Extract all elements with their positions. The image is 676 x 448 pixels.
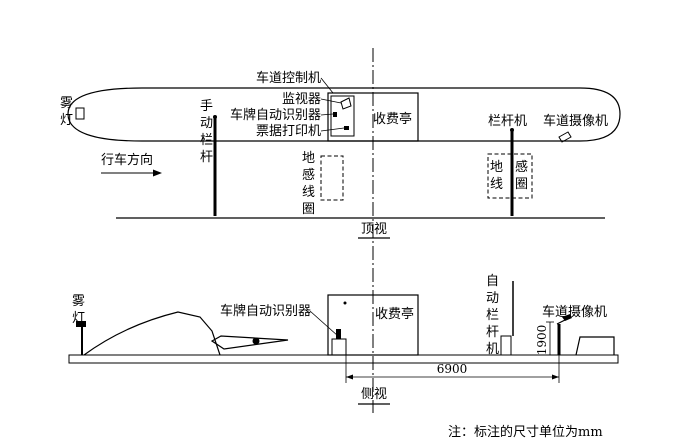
loop-left-char1: 地 xyxy=(302,151,315,166)
booth-light xyxy=(343,301,347,305)
side-toll-booth-label: 收费亭 xyxy=(375,306,414,322)
ticket-printer-label: 票据打印机 xyxy=(256,124,321,139)
manual-barrier-label: 手 动 栏 杆 xyxy=(200,99,217,165)
side-toll-booth xyxy=(327,294,419,356)
side-view: 雾 灯 车牌自动识别器 收费亭 自 动 栏 杆 机 车 xyxy=(68,274,619,405)
auto-barrier-char5: 机 xyxy=(486,342,499,357)
height-dim-label: 1900 xyxy=(535,325,549,356)
fog-light-box xyxy=(75,107,85,120)
fog-light-head xyxy=(76,321,86,327)
manual-barrier-side xyxy=(210,335,289,350)
loop-right-b-char1: 感 xyxy=(515,159,528,175)
plate-recognizer-head xyxy=(336,329,341,339)
equipment-box xyxy=(330,95,355,137)
barrier-machine-label: 栏杆机 xyxy=(488,114,527,129)
loop-left-char2: 感 xyxy=(302,167,315,183)
manual-barrier-char3: 栏 xyxy=(200,133,213,148)
plate-recognizer-label: 车牌自动识别器 xyxy=(230,107,321,123)
loop-detector-left xyxy=(320,155,344,201)
manual-barrier-char1: 手 xyxy=(200,99,213,114)
side-lane-camera-label: 车道摄像机 xyxy=(542,304,607,320)
auto-barrier-char4: 杆 xyxy=(486,325,499,340)
plate-recognizer-cabinet xyxy=(331,338,347,356)
lane-controller-leader xyxy=(320,77,334,94)
driving-direction-label: 行车方向 xyxy=(101,152,153,168)
plate-recognizer-icon xyxy=(333,112,337,117)
camera-head xyxy=(562,314,572,321)
lane-camera-icon xyxy=(558,131,572,143)
monitor-label: 监视器 xyxy=(282,92,321,107)
side-fog-light-char1: 雾 xyxy=(72,294,85,309)
top-view-caption: 顶视 xyxy=(361,222,387,237)
driving-direction-arrow-head xyxy=(153,169,162,177)
ticket-printer-leader xyxy=(320,127,345,132)
loop-right-a-char2: 线 xyxy=(490,177,503,192)
auto-barrier-char1: 自 xyxy=(486,274,499,289)
loop-right-a-char1: 地 xyxy=(490,160,503,175)
loop-left-char3: 线 xyxy=(302,185,315,200)
loop-left-label: 地 感 线 圈 xyxy=(302,151,319,217)
island-outline xyxy=(67,87,621,142)
side-plate-recognizer-leader xyxy=(309,310,339,337)
auto-barrier-char2: 动 xyxy=(486,291,499,306)
camera-bracket xyxy=(556,319,566,325)
loop-right-b-char2: 圈 xyxy=(515,177,528,192)
monitor-icon xyxy=(340,97,352,110)
width-dim-arrow-left xyxy=(346,374,353,380)
auto-barrier-cabinet xyxy=(500,335,512,356)
island-profile xyxy=(83,311,221,356)
plate-recognizer-leader xyxy=(320,113,334,116)
toll-booth-label: 收费亭 xyxy=(373,111,412,127)
fog-light-char1: 雾 xyxy=(60,96,73,111)
lane-controller-label: 车道控制机 xyxy=(256,70,321,86)
vehicle-outline xyxy=(575,336,615,356)
barrier-machine-pivot xyxy=(510,128,514,132)
monitor-leader xyxy=(320,98,342,104)
auto-barrier-label: 自 动 栏 杆 机 xyxy=(486,274,503,357)
manual-barrier-char4: 杆 xyxy=(200,150,213,165)
loop-left-char4: 圈 xyxy=(302,202,315,217)
side-plate-recognizer-label: 车牌自动识别器 xyxy=(220,303,311,319)
ticket-printer-icon xyxy=(344,126,349,130)
manual-barrier-marker xyxy=(252,337,260,345)
unit-note: 注：标注的尺寸单位为mm xyxy=(448,424,603,440)
loop-right-label-b: 感 圈 xyxy=(515,159,532,192)
loop-right-label-a: 地 线 xyxy=(490,160,507,192)
lane-camera-label: 车道摄像机 xyxy=(543,113,608,129)
fog-light-char2: 灯 xyxy=(60,113,73,128)
fog-light-label: 雾 灯 xyxy=(60,96,77,128)
manual-barrier-char2: 动 xyxy=(200,116,213,131)
auto-barrier-char3: 栏 xyxy=(486,308,499,323)
width-dim-arrow-right xyxy=(552,374,559,380)
manual-barrier-pivot xyxy=(213,115,217,119)
width-dim-label: 6900 xyxy=(437,362,468,376)
side-view-caption: 侧视 xyxy=(361,387,387,402)
loop-detector-right xyxy=(487,153,533,199)
top-view: 雾 灯 手 动 栏 杆 收费亭 车道控制机 监视器 车牌自动识别器 票据打印机 xyxy=(60,70,621,239)
